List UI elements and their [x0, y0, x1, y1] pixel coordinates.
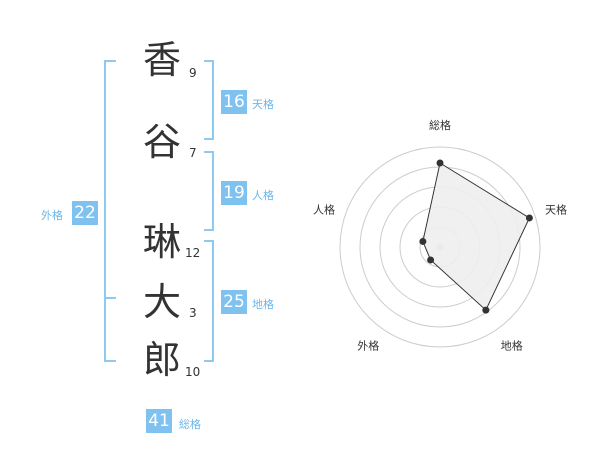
jinkaku-label: 人格 — [252, 189, 274, 202]
gaikaku-label: 外格 — [41, 209, 63, 222]
radar-points — [419, 159, 533, 314]
gaikaku-bracket-tick — [104, 297, 116, 299]
stroke-count-4: 3 — [189, 306, 197, 320]
stroke-count-5: 10 — [185, 365, 201, 379]
radar-point-1 — [436, 159, 444, 167]
radar-point-2 — [525, 214, 533, 222]
radar-axis-label-2: 天格 — [545, 202, 567, 216]
radar-point-5 — [419, 237, 427, 245]
radar-polygon — [422, 162, 531, 311]
chikaku-bracket — [204, 240, 214, 362]
soukaku-label: 総格 — [179, 418, 201, 431]
name-char-5: 郎 — [142, 338, 181, 382]
jinkaku-bracket — [204, 151, 214, 231]
gaikaku-bracket — [104, 60, 116, 362]
stroke-count-3: 12 — [185, 246, 201, 260]
radar-point-4 — [427, 256, 435, 264]
chikaku-label: 地格 — [252, 298, 274, 311]
name-char-1: 香 — [142, 38, 181, 82]
name-char-2: 谷 — [142, 120, 181, 164]
radar-point-3 — [482, 306, 490, 314]
chikaku-value: 25 — [221, 290, 247, 314]
stroke-count-1: 9 — [189, 66, 197, 80]
soukaku-value: 41 — [146, 409, 172, 433]
radar-axis-label-3: 地格 — [501, 339, 523, 353]
stroke-count-2: 7 — [189, 146, 197, 160]
tenkaku-value: 16 — [221, 90, 247, 114]
radar-axis-label-5: 人格 — [313, 202, 335, 216]
name-char-4: 大 — [142, 280, 181, 324]
radar-axis-label-4: 外格 — [357, 339, 379, 353]
radar-ring-5 — [339, 146, 541, 348]
jinkaku-value: 19 — [221, 181, 247, 205]
tenkaku-bracket — [204, 60, 214, 140]
tenkaku-label: 天格 — [252, 98, 274, 111]
radar-axis-label-1: 総格 — [429, 118, 451, 132]
name-char-3: 琳 — [142, 220, 181, 264]
gaikaku-value: 22 — [72, 201, 98, 225]
